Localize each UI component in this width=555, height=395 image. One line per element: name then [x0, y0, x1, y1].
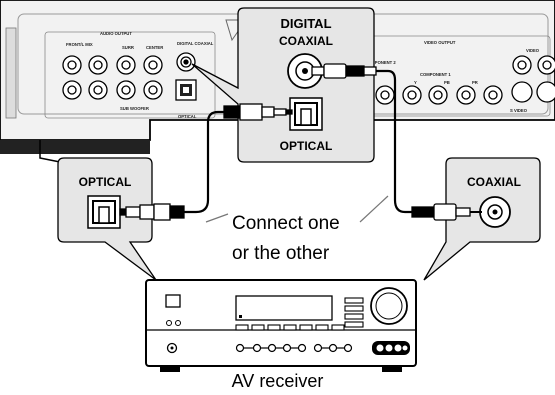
receiver-button-row: [235, 324, 345, 331]
coaxial-cable: [376, 69, 414, 214]
y-label: Y: [414, 80, 417, 85]
optical-cable: [183, 110, 224, 214]
receiver-display: [235, 295, 333, 321]
sub-woofer-label: SUB WOOFER: [120, 106, 149, 111]
right-callout: COAXIAL: [423, 157, 541, 281]
video-output-label: VIDEO OUTPUT: [424, 40, 456, 45]
audio-output-label: AUDIO OUTPUT: [100, 31, 132, 36]
top-coaxial-plug: [311, 63, 377, 79]
device-label: AV receiver: [231, 371, 324, 391]
optical-panel-label: OPTICAL: [178, 114, 197, 119]
right-coaxial-plug: [411, 203, 482, 221]
right-coaxial-jack: [479, 196, 511, 228]
digital-coaxial-panel-label: DIGITAL COAXIAL: [177, 41, 214, 46]
coaxial-right-label: COAXIAL: [467, 175, 521, 189]
component2-label: COMPONENT 2: [365, 60, 396, 65]
optical-top-label: OPTICAL: [280, 139, 333, 153]
big-coaxial-jack: [287, 53, 323, 89]
top-optical-plug: [223, 103, 293, 121]
av-receiver: [145, 279, 417, 372]
audio-output-group: [44, 31, 216, 119]
instruction-line2: or the other: [232, 243, 330, 264]
center-label: CENTER: [146, 45, 163, 50]
surr-label: SURR: [122, 45, 134, 50]
optical-left-label: OPTICAL: [79, 175, 132, 189]
rca-jacks-row1: [62, 52, 196, 75]
left-optical-plug: [119, 203, 185, 221]
front-l-mix-label: FRONT/L MIX: [66, 42, 93, 47]
rca-jacks-row2: [62, 80, 163, 100]
video-label: VIDEO: [526, 48, 540, 53]
cables: [183, 69, 414, 214]
pb-label: PB: [444, 80, 450, 85]
top-callout: DIGITAL COAXIAL OPTICAL: [191, 7, 375, 163]
component1-label: COMPONENT 1: [420, 72, 451, 77]
coaxial-title: COAXIAL: [279, 34, 333, 48]
player-foot: [0, 140, 150, 154]
left-optical-port: [87, 195, 121, 229]
s-video-label: S VIDEO: [510, 108, 528, 113]
receiver-knob-row: [235, 343, 353, 353]
left-callout: OPTICAL: [57, 157, 157, 281]
big-optical-port: [289, 97, 323, 131]
instruction-line1: Connect one: [232, 213, 340, 234]
pr-label: PR: [472, 80, 478, 85]
video-jacks: [375, 55, 555, 105]
panel-optical-port: [175, 79, 197, 101]
digital-title: DIGITAL: [280, 16, 331, 31]
receiver-power-button: [165, 294, 181, 308]
